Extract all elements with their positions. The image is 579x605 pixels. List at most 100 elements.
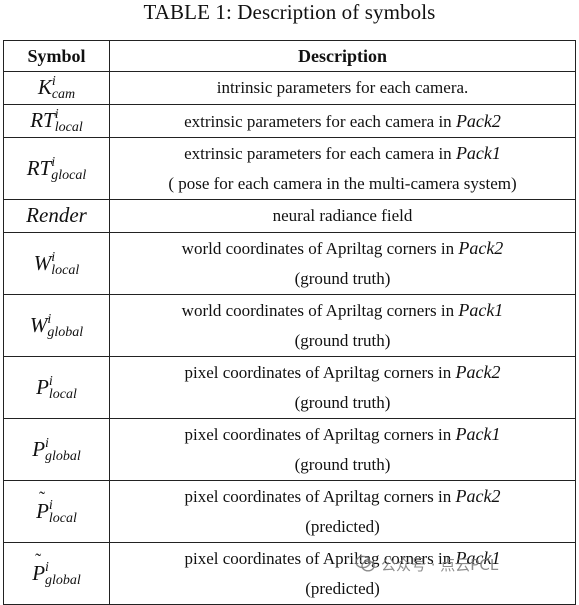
header-description: Description	[109, 40, 576, 72]
symbol-superscript: i	[54, 107, 59, 123]
table-caption: TABLE 1: Description of symbols	[143, 0, 436, 24]
symbol-cell: Render	[3, 199, 110, 233]
description-text: extrinsic parameters for each camera in	[184, 111, 456, 131]
description-text: (ground truth)	[294, 269, 391, 288]
symbol-superscript: i	[51, 249, 56, 265]
symbol-superscript: i	[45, 435, 49, 451]
description-text: neural radiance field	[272, 206, 413, 225]
symbol-subscript: global	[47, 324, 84, 340]
description-text: pixel coordinates of Apriltag corners in	[184, 549, 456, 568]
symbol-subscript: global	[45, 572, 81, 588]
description-cell: extrinsic parameters for each camera in …	[109, 104, 576, 138]
description-line: (predicted)	[110, 512, 575, 542]
symbol-base: P˜	[32, 550, 45, 588]
symbol-superscript: i	[47, 311, 52, 327]
description-line: ( pose for each camera in the multi-came…	[110, 169, 575, 199]
description-cell: pixel coordinates of Apriltag corners in…	[109, 480, 576, 543]
description-text: (predicted)	[305, 579, 380, 598]
description-cell: world coordinates of Apriltag corners in…	[109, 232, 576, 295]
description-line: extrinsic parameters for each camera in …	[110, 106, 575, 137]
description-line: pixel coordinates of Apriltag corners in…	[110, 357, 575, 388]
description-text: (predicted)	[305, 517, 380, 536]
symbol-superscript: i	[51, 74, 56, 90]
description-line: (ground truth)	[110, 388, 575, 418]
symbol-subscript: local	[51, 262, 80, 278]
symbol-subscript: glocal	[51, 167, 87, 183]
description-cell: pixel coordinates of Apriltag corners in…	[109, 356, 576, 419]
description-text: pixel coordinates of Apriltag corners in	[184, 425, 456, 444]
description-line: (predicted)	[110, 574, 575, 604]
table-row: Render neural radiance field	[3, 199, 576, 233]
description-cell: neural radiance field	[109, 199, 576, 233]
symbol-base: RT	[26, 155, 52, 180]
symbol-base: Render	[26, 203, 87, 227]
description-line: (ground truth)	[110, 326, 575, 356]
symbol-base: P˜	[36, 488, 49, 526]
pack-symbol: Pack2	[455, 362, 501, 382]
symbol-subscript: cam	[51, 87, 76, 103]
pack-symbol: Pack1	[455, 424, 501, 444]
pack-symbol: Pack1	[455, 548, 501, 568]
pack-symbol: Pack2	[455, 486, 501, 506]
symbol-subscript: local	[48, 386, 77, 402]
symbol-superscript: i	[48, 373, 53, 389]
description-text: pixel coordinates of Apriltag corners in	[184, 363, 456, 382]
wechat-icon	[355, 555, 375, 573]
symbol-subscript: local	[54, 120, 83, 136]
pack-symbol: Pack2	[458, 238, 504, 258]
description-line: neural radiance field	[110, 201, 575, 231]
header-symbol: Symbol	[3, 40, 110, 72]
pack-symbol: Pack2	[455, 110, 501, 131]
symbol-superscript: i	[51, 154, 56, 170]
symbol-base: P	[36, 374, 49, 399]
symbol-subscript: global	[45, 448, 81, 464]
symbol: Render	[26, 200, 87, 230]
description-text: (ground truth)	[294, 393, 391, 412]
description-cell: extrinsic parameters for each camera in …	[109, 137, 576, 200]
symbol-base: K	[37, 75, 52, 99]
description-line: (ground truth)	[110, 450, 575, 480]
description-cell: world coordinates of Apriltag corners in…	[109, 294, 576, 357]
symbol-base: RT	[30, 108, 55, 132]
symbol-superscript: i	[48, 497, 53, 513]
description-text: ( pose for each camera in the multi-came…	[168, 174, 517, 193]
description-text: (ground truth)	[294, 455, 391, 474]
symbol-subscript: local	[48, 510, 77, 526]
description-text: intrinsic parameters for each camera.	[216, 78, 469, 97]
description-cell: pixel coordinates of Apriltag corners in…	[109, 542, 576, 605]
symbol-base: W	[29, 312, 48, 337]
watermark-text: 公众号 · 点云PCL	[381, 555, 499, 574]
pack-symbol: Pack1	[455, 143, 501, 163]
table-header-row: Symbol Description	[3, 40, 576, 72]
description-text: pixel coordinates of Apriltag corners in	[184, 487, 456, 506]
